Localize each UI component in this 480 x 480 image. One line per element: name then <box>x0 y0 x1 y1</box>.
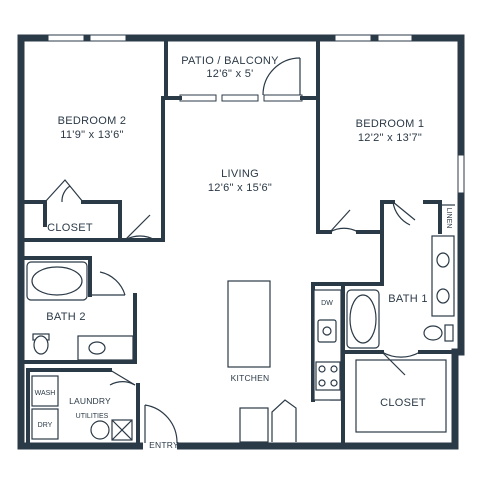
dw-label: DW <box>321 300 333 307</box>
dry-label: DRY <box>38 422 53 429</box>
fixtures <box>26 235 455 443</box>
wash-label: WASH <box>35 390 56 397</box>
closet-right-name: CLOSET <box>380 397 426 409</box>
closet-left-name: CLOSET <box>47 222 93 234</box>
living-dim: 12'6" x 15'6" <box>208 182 272 194</box>
living-name: LIVING <box>221 168 259 180</box>
kitchen-name: KITCHEN <box>231 373 270 383</box>
fixture-labels: DW WASH DRY LINEN <box>35 208 452 429</box>
doors <box>44 57 455 444</box>
bedroom1-name: BEDROOM 1 <box>356 118 425 130</box>
bedroom2-dim: 11'9" x 13'6" <box>60 129 123 141</box>
bedroom1-dim: 12'2" x 13'7" <box>358 132 422 144</box>
bath2-name: BATH 2 <box>46 311 86 323</box>
windows <box>47 34 465 450</box>
laundry-name: LAUNDRY <box>69 396 111 406</box>
patio-name: PATIO / BALCONY <box>181 55 279 67</box>
linen-label: LINEN <box>445 208 452 229</box>
bedroom2-name: BEDROOM 2 <box>58 115 127 127</box>
utilities-name: UTILITIES <box>76 413 109 420</box>
interior-walls <box>19 36 457 448</box>
patio-dim: 12'6" x 5' <box>206 68 253 80</box>
entry-name: ENTRY <box>149 440 179 450</box>
room-labels: PATIO / BALCONY 12'6" x 5' BEDROOM 2 11'… <box>46 55 428 450</box>
bath1-name: BATH 1 <box>388 293 428 305</box>
